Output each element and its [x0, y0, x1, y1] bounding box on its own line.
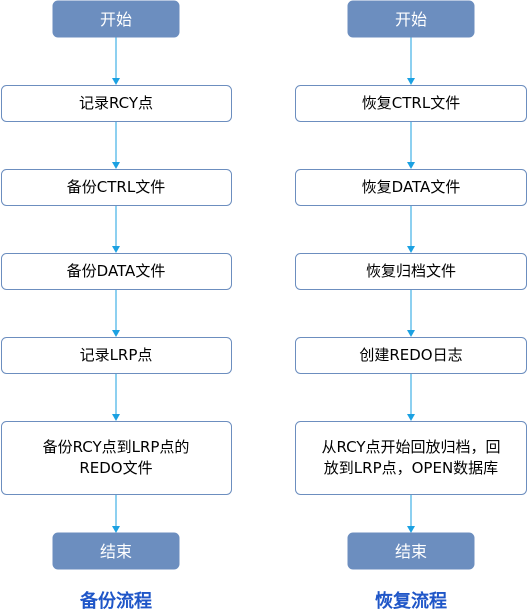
arrow-step4-to-step5 [407, 373, 415, 421]
backup-step-3: 备份DATA文件 [1, 253, 232, 290]
restore-step-1-label: 恢复CTRL文件 [362, 94, 460, 112]
backup-connectors [112, 37, 120, 533]
backup-flow-caption: 备份流程 [79, 590, 152, 612]
backup-step-5-label-line2: REDO文件 [79, 459, 152, 477]
arrow-start-to-step1 [407, 37, 415, 85]
backup-end-label: 结束 [100, 542, 132, 561]
restore-step-2-label: 恢复DATA文件 [362, 178, 461, 196]
backup-step-5-label-line1: 备份RCY点到LRP点的 [43, 438, 190, 456]
arrow-step5-to-end [112, 495, 120, 533]
backup-step-5: 备份RCY点到LRP点的 REDO文件 [1, 421, 232, 495]
restore-step-5: 从RCY点开始回放归档，回 放到LRP点，OPEN数据库 [295, 421, 527, 495]
restore-step-1: 恢复CTRL文件 [295, 85, 527, 122]
backup-step-2-label: 备份CTRL文件 [67, 178, 165, 196]
backup-start-node: 开始 [52, 0, 180, 38]
restore-step-2: 恢复DATA文件 [295, 169, 527, 206]
backup-step-4: 记录LRP点 [1, 337, 232, 374]
backup-step-1: 记录RCY点 [1, 85, 232, 122]
arrow-step3-to-step4 [112, 289, 120, 337]
restore-step-5-label-line2: 放到LRP点，OPEN数据库 [324, 459, 498, 477]
arrow-step1-to-step2 [112, 121, 120, 169]
restore-step-3-label: 恢复归档文件 [366, 262, 456, 280]
arrow-step5-to-end [407, 495, 415, 533]
restore-end-label: 结束 [395, 542, 427, 561]
restore-start-label: 开始 [395, 10, 427, 29]
backup-start-label: 开始 [100, 10, 132, 29]
arrow-step2-to-step3 [112, 205, 120, 253]
restore-step-4-label: 创建REDO日志 [359, 346, 462, 364]
restore-start-node: 开始 [347, 0, 475, 38]
backup-step-3-label: 备份DATA文件 [67, 262, 166, 280]
arrow-start-to-step1 [112, 37, 120, 85]
restore-end-node: 结束 [347, 532, 475, 570]
arrow-step2-to-step3 [407, 205, 415, 253]
backup-step-4-label: 记录LRP点 [80, 346, 153, 364]
arrow-step3-to-step4 [407, 289, 415, 337]
backup-end-node: 结束 [52, 532, 180, 570]
restore-step-3: 恢复归档文件 [295, 253, 527, 290]
backup-step-1-label: 记录RCY点 [79, 94, 153, 112]
arrow-step4-to-step5 [112, 373, 120, 421]
restore-step-5-label-line1: 从RCY点开始回放归档，回 [321, 438, 500, 456]
restore-step-4: 创建REDO日志 [295, 337, 527, 374]
restore-connectors [407, 37, 415, 533]
arrow-step1-to-step2 [407, 121, 415, 169]
restore-flow-caption: 恢复流程 [375, 590, 447, 612]
backup-step-2: 备份CTRL文件 [1, 169, 232, 206]
